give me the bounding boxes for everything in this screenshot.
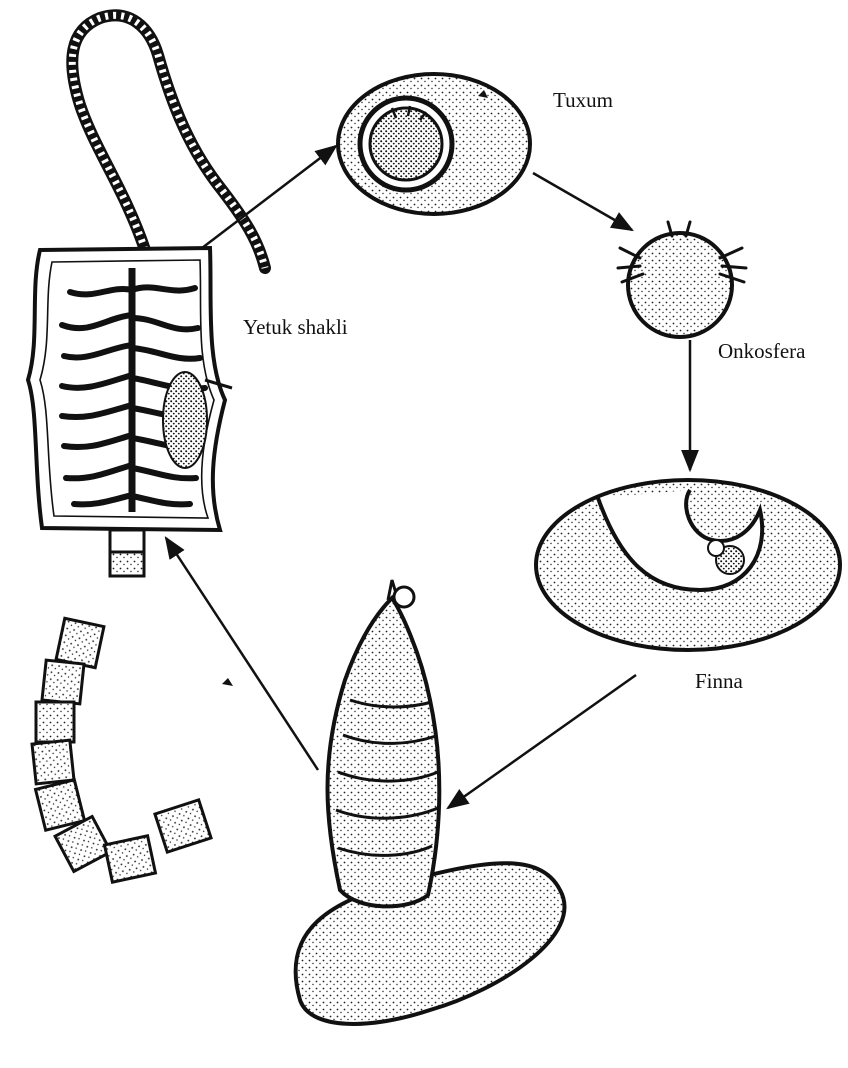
cysticercus-icon bbox=[536, 480, 840, 650]
label-oncosphere: Onkosfera bbox=[718, 339, 805, 364]
egg-icon bbox=[338, 74, 530, 214]
arrow-scolex-to-adult bbox=[166, 538, 318, 770]
speck bbox=[222, 678, 233, 686]
scolex-evaginating-icon bbox=[296, 580, 565, 1024]
label-adult: Yetuk shakli bbox=[243, 315, 348, 340]
label-egg: Tuxum bbox=[553, 88, 613, 113]
adult-tapeworm-icon bbox=[28, 15, 265, 576]
oncosphere-icon bbox=[618, 222, 746, 337]
proglottid-chain-icon bbox=[32, 618, 211, 882]
arrow-finna-to-scolex bbox=[448, 675, 636, 808]
arrow-egg-to-oncosphere bbox=[533, 173, 632, 230]
label-cysticercus: Finna bbox=[695, 669, 743, 694]
